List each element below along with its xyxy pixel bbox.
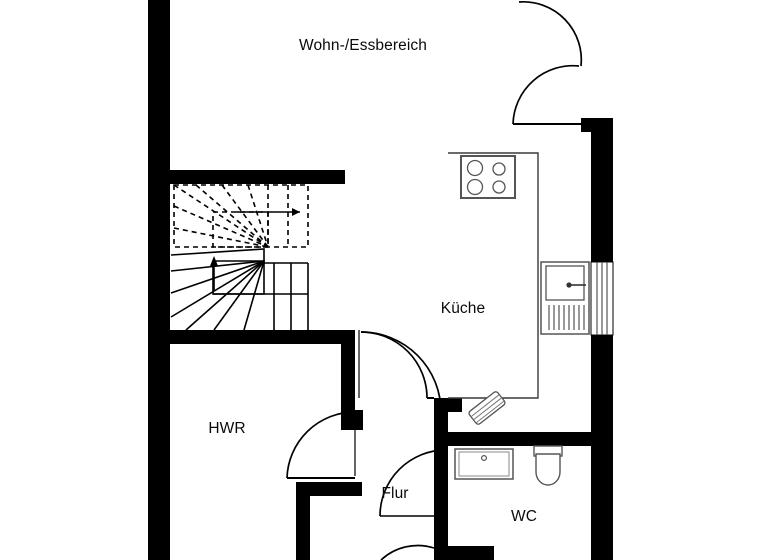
door-kueche bbox=[360, 331, 442, 413]
wall-flur-door-jamb-upper bbox=[434, 398, 462, 412]
door-wc bbox=[379, 449, 447, 517]
wall-bottom-threshold bbox=[434, 546, 494, 560]
stove-burner bbox=[466, 159, 484, 177]
stove-burner bbox=[466, 178, 484, 196]
door-hwr bbox=[286, 410, 356, 479]
exterior-window bbox=[590, 261, 614, 336]
wall-hwr-right-jamb bbox=[341, 410, 363, 430]
wall-wc-left bbox=[434, 446, 448, 560]
room-label-hwr: HWR bbox=[208, 420, 245, 437]
kitchen-radiator bbox=[468, 391, 506, 425]
stair-lower-flight-solid bbox=[170, 248, 309, 331]
wall-flur-left bbox=[296, 482, 310, 560]
kitchen-sink bbox=[540, 261, 590, 335]
room-label-kueche: Küche bbox=[441, 300, 485, 317]
stove-burner bbox=[492, 162, 506, 176]
staircase bbox=[170, 184, 309, 331]
door-entry-bottom bbox=[380, 544, 435, 560]
wc-washbasin bbox=[454, 448, 514, 480]
wall-stair-bottom bbox=[170, 330, 355, 344]
wall-hwr-bottom bbox=[296, 482, 362, 496]
wall-terrace-right-stub bbox=[581, 118, 613, 132]
sink-drainboard-grooves bbox=[548, 305, 585, 330]
wall-exterior-right-lower bbox=[591, 335, 613, 560]
doors-group bbox=[286, 1, 583, 560]
wall-stair-top bbox=[170, 170, 345, 184]
room-label-flur: Flur bbox=[381, 485, 408, 502]
stove-burner bbox=[492, 180, 506, 194]
kitchen-fixtures bbox=[448, 152, 590, 425]
wall-exterior-left bbox=[148, 0, 170, 560]
room-labels: Wohn-/Essbereich Küche HWR Flur WC bbox=[208, 37, 537, 525]
room-label-wc: WC bbox=[511, 508, 537, 525]
terrace-double-door bbox=[512, 1, 583, 125]
room-label-wohn-essbereich: Wohn-/Essbereich bbox=[299, 37, 427, 54]
wc-toilet bbox=[533, 445, 563, 486]
kitchen-stove bbox=[460, 155, 516, 199]
wall-exterior-right-upper bbox=[591, 131, 613, 262]
wall-kueche-bottom bbox=[434, 432, 592, 446]
wall-hwr-right bbox=[341, 330, 355, 430]
stair-upper-flight-dashed bbox=[173, 184, 309, 248]
wc-fixtures bbox=[454, 445, 563, 486]
